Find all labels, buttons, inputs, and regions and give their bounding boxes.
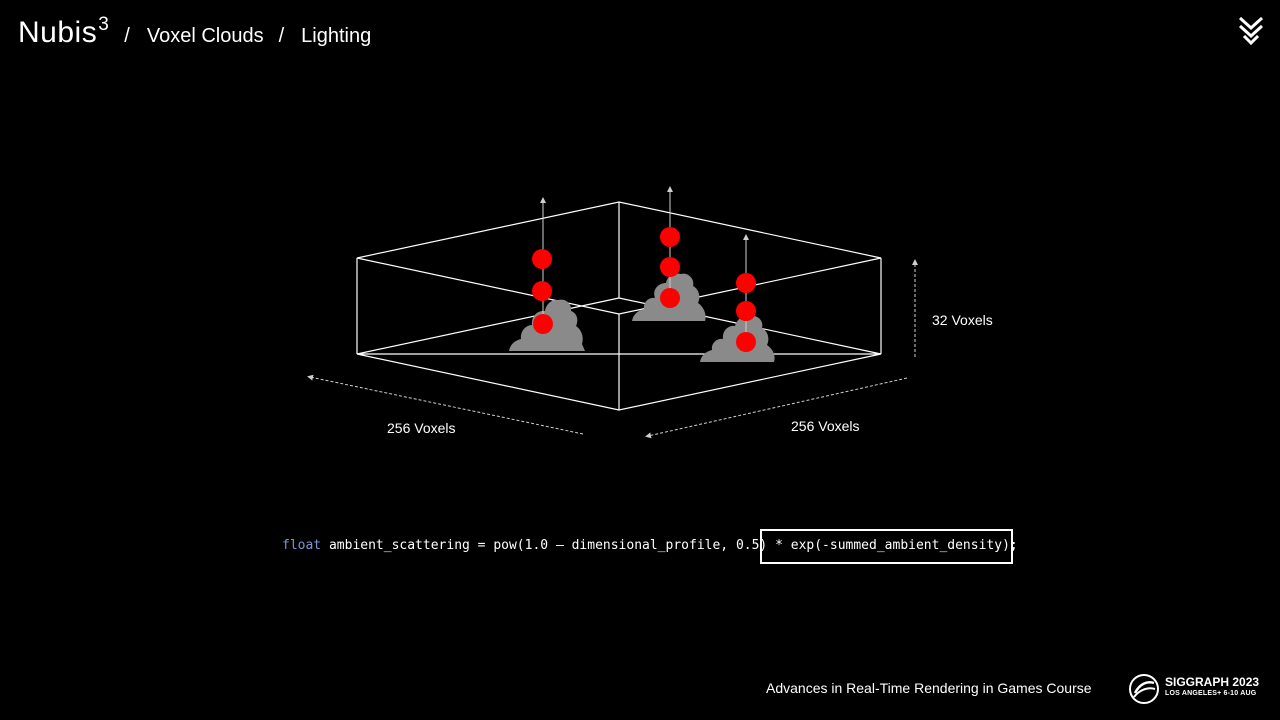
width-left-label: 256 Voxels <box>387 420 456 436</box>
sample-point <box>736 301 756 321</box>
sample-point <box>660 227 680 247</box>
width-right-arrow <box>645 377 908 439</box>
code-highlighted: * exp(-summed_ambient_density); <box>767 538 1018 553</box>
breadcrumb: Nubis3 / Voxel Clouds / Lighting <box>18 14 371 50</box>
sample-point <box>660 257 680 277</box>
dimension-arrows <box>307 259 918 439</box>
height-label: 32 Voxels <box>932 312 993 328</box>
breadcrumb-separator: / <box>278 25 285 47</box>
conference-block: SIGGRAPH 2023 LOS ANGELES+ 6-10 AUG <box>1165 676 1259 698</box>
width-right-label: 256 Voxels <box>791 418 860 434</box>
sample-point <box>736 273 756 293</box>
code-highlight-box <box>760 529 1013 564</box>
breadcrumb-item-lighting: Lighting <box>301 25 372 47</box>
sample-point <box>660 288 680 308</box>
code-snippet: float ambient_scattering = pow(1.0 – dim… <box>282 538 1018 553</box>
code-keyword: float <box>282 538 322 553</box>
sample-point <box>736 332 756 352</box>
sample-point <box>532 249 552 269</box>
brand-superscript: 3 <box>98 14 110 35</box>
breadcrumb-separator: / <box>124 25 130 47</box>
breadcrumb-item-voxel-clouds: Voxel Clouds <box>146 25 264 47</box>
brand-title: Nubis3 <box>18 14 110 49</box>
code-prefix: ambient_scattering = pow(1.0 – dimension… <box>321 538 768 553</box>
sample-points <box>532 227 756 352</box>
sample-point <box>533 314 553 334</box>
conference-title: SIGGRAPH 2023 <box>1165 675 1260 689</box>
studio-logo-icon <box>1238 16 1264 46</box>
siggraph-logo-icon <box>1129 674 1159 704</box>
conference-subtitle: LOS ANGELES+ 6-10 AUG <box>1165 690 1257 697</box>
course-title: Advances in Real-Time Rendering in Games… <box>766 680 1092 696</box>
sample-point <box>532 281 552 301</box>
box-bottom-back-left <box>356 297 620 355</box>
voxel-box-wireframe <box>356 201 882 411</box>
width-left-arrow <box>307 374 584 435</box>
